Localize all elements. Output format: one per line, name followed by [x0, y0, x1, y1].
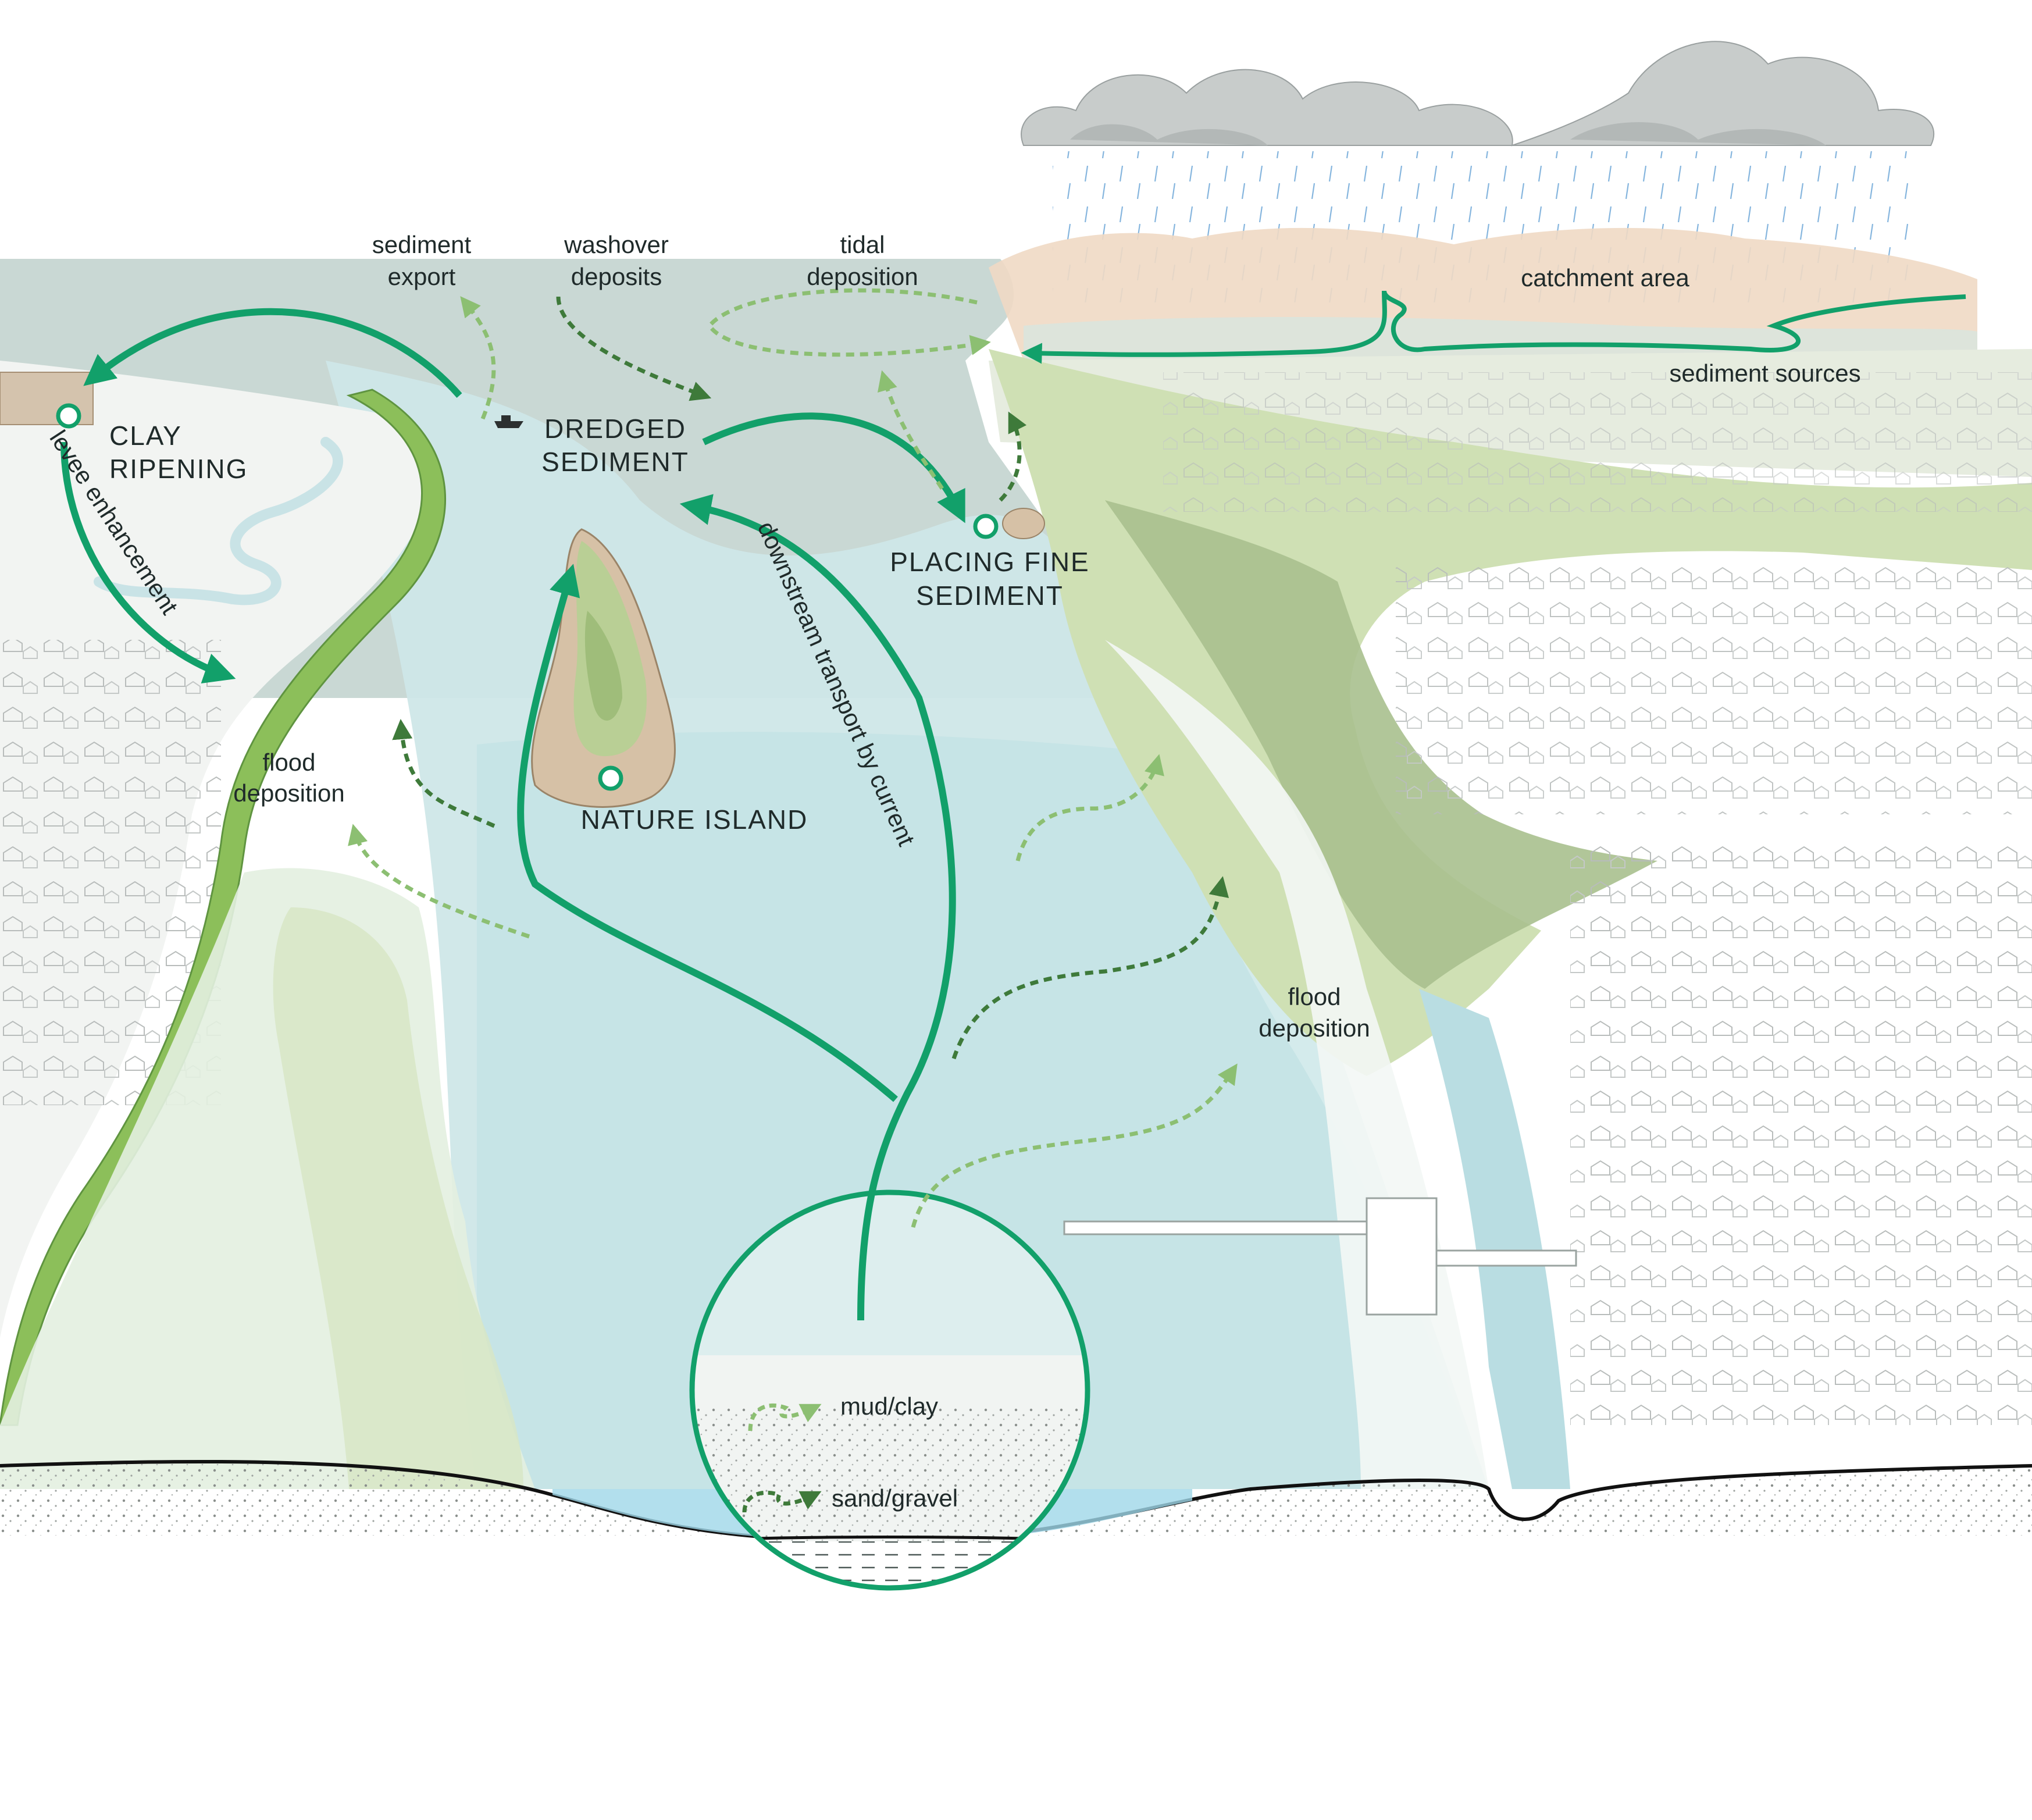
left-farmland: [0, 361, 435, 1338]
flood-right-arrow-2: [951, 876, 1229, 1060]
label-sediment-sources: sediment sources: [1669, 359, 1860, 387]
label-flood-deposition-right: flood deposition: [1259, 983, 1370, 1042]
right-bank-green: [989, 349, 2032, 1076]
sediment-export-arrow: [83, 308, 462, 398]
label-nature-island: NATURE ISLAND: [581, 804, 808, 835]
sediment-export-line1: sediment: [372, 231, 472, 258]
tidal-line2: deposition: [807, 263, 918, 290]
label-sand-gravel: sand/gravel: [832, 1484, 958, 1512]
clay-line1: CLAY: [109, 421, 182, 451]
right-bank-forest: [1105, 500, 1657, 989]
nature-island-node: [598, 765, 623, 791]
washover-arrow: [556, 296, 712, 401]
flood-left-line1: flood: [262, 749, 315, 776]
clay-line2: RIPENING: [109, 454, 248, 484]
label-washover-deposits: washover deposits: [564, 231, 669, 290]
label-mud-clay: mud/clay: [840, 1392, 938, 1420]
pier: [1063, 1197, 1577, 1316]
lens-mud-arrow: [748, 1403, 822, 1431]
placing-line2: SEDIMENT: [916, 580, 1064, 611]
placing-up-arrow: [999, 411, 1027, 502]
label-flood-deposition-left: flood deposition: [233, 749, 344, 807]
flood-right-arrow-3: [911, 1063, 1238, 1228]
flood-left-line2: deposition: [233, 779, 344, 807]
washover-line1: washover: [564, 231, 669, 258]
label-sediment-export: sediment export: [372, 231, 472, 290]
town-right-near: [1570, 843, 2032, 1425]
sediment-export-line2: export: [388, 263, 456, 290]
dredging-boat-icon: [494, 415, 523, 428]
levee-enhancement-arrow: [60, 441, 236, 683]
left-river-meander: [94, 437, 344, 606]
label-catchment-area: catchment area: [1521, 264, 1689, 291]
label-placing-fine-sediment: PLACING FINE SEDIMENT: [890, 547, 1090, 611]
flood-right-line1: flood: [1288, 983, 1341, 1010]
flood-right-arrow-1: [1015, 754, 1164, 861]
dredged-line2: SEDIMENT: [541, 447, 689, 477]
flood-left-arrow-2: [348, 824, 530, 939]
left-marsh-green: [273, 907, 523, 1489]
tidal-up-arrow: [877, 370, 944, 490]
tidal-line1: tidal: [840, 231, 885, 258]
placing-fine-sediment-node: [973, 514, 999, 539]
export-dashed-arrow: [460, 296, 496, 420]
catchment-river-arrow: [1021, 290, 1966, 364]
label-dredged-sediment: DREDGED SEDIMENT: [541, 414, 689, 477]
label-clay-ripening: CLAY RIPENING: [109, 421, 248, 484]
lens-sand-arrow: [742, 1490, 822, 1513]
cloud-icon: [1021, 41, 1935, 147]
nature-island: [531, 528, 676, 808]
flood-right-line2: deposition: [1259, 1014, 1370, 1042]
town-distant: [1163, 372, 2032, 512]
flood-left-arrow-1: [392, 719, 495, 828]
placing-fine-sediment-arrow: [702, 412, 965, 523]
placement-island: [1002, 508, 1045, 539]
tidal-loop-arrow: [707, 288, 991, 357]
right-channel: [1419, 989, 1570, 1489]
placing-line1: PLACING FINE: [890, 547, 1090, 577]
town-right-far: [1396, 558, 2032, 814]
dredged-line1: DREDGED: [544, 414, 686, 444]
clay-ripening-node: [56, 403, 81, 429]
downstream-transport-arrow: [679, 494, 956, 1321]
ground-section: [0, 1461, 2032, 1541]
nature-island-arrow: [517, 564, 898, 1102]
label-tidal-deposition: tidal deposition: [807, 231, 918, 290]
washover-line2: deposits: [571, 263, 662, 290]
